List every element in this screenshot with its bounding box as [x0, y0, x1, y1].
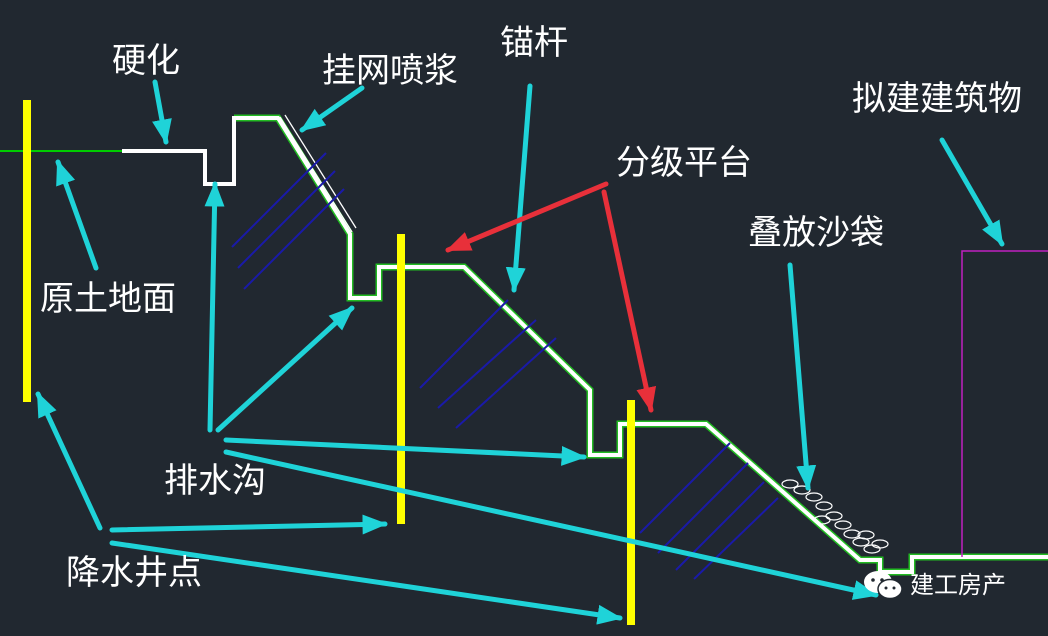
arrow-ditch-1	[204, 181, 225, 433]
label-dewatering-well-points: 降水井点	[66, 553, 202, 593]
arrow-original-ground	[55, 159, 99, 271]
watermark-text: 建工房产	[910, 571, 1006, 599]
label-graded-platform: 分级平台	[616, 143, 752, 183]
arrow-anchor-rod	[505, 83, 533, 293]
arrow-well-2	[109, 514, 388, 535]
watermark: 建工房产	[862, 568, 1006, 602]
arrow-ditch-4	[223, 449, 879, 600]
excavation-slope-profile	[122, 116, 1048, 574]
label-proposed-building: 拟建建筑物	[852, 79, 1022, 119]
arrow-well-3	[109, 540, 623, 625]
arrow-hardening	[152, 79, 172, 145]
arrow-platform-2	[601, 189, 657, 413]
arrow-well-1	[35, 391, 103, 531]
label-mesh-shotcrete: 挂网喷浆	[322, 51, 458, 91]
anchor-rods-middle	[419, 299, 557, 429]
label-original-ground: 原土地面	[40, 279, 176, 319]
arrow-mesh-shotcrete	[299, 85, 365, 133]
arrow-sandbags	[787, 262, 817, 491]
anchor-rods-upper	[231, 152, 345, 290]
stacked-sandbags	[781, 479, 889, 554]
arrow-platform-1	[445, 181, 609, 253]
slope-edge-glow	[234, 114, 1048, 576]
label-hardening: 硬化	[112, 41, 180, 81]
pointer-arrows	[35, 79, 1005, 625]
dewatering-wells	[23, 100, 635, 625]
arrow-proposed-building	[939, 137, 1005, 247]
label-drainage-ditch: 排水沟	[164, 461, 266, 501]
label-anchor-rod: 锚杆	[500, 23, 568, 63]
label-stacked-sandbags: 叠放沙袋	[748, 213, 884, 253]
proposed-building-outline	[961, 250, 1048, 557]
arrow-ditch-2	[215, 305, 355, 433]
shotcrete-mesh-layers	[279, 114, 357, 233]
platform-arrows	[445, 181, 657, 413]
arrow-ditch-3	[223, 437, 587, 466]
wechat-icon	[864, 571, 903, 600]
